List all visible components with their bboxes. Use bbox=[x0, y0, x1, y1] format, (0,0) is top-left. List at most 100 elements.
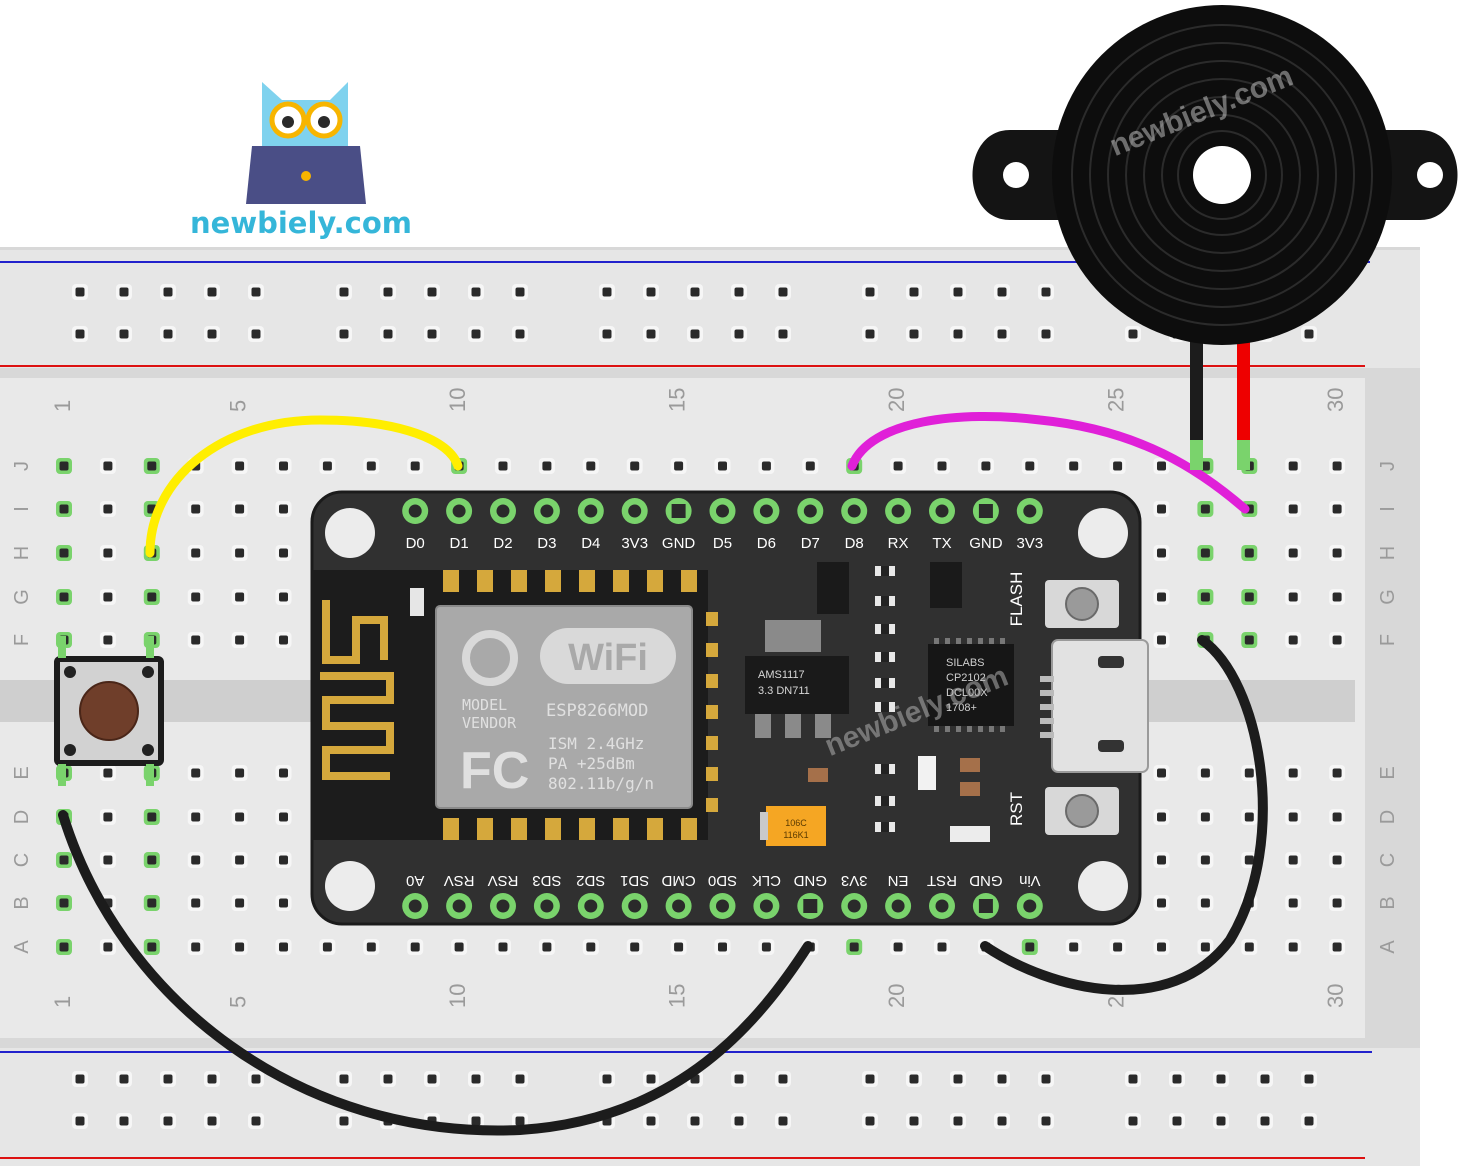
chip-pin bbox=[978, 726, 983, 732]
hole bbox=[1241, 809, 1258, 825]
hole bbox=[143, 895, 160, 911]
rail-hole bbox=[116, 1071, 132, 1087]
hole bbox=[1329, 852, 1346, 868]
hole-socket bbox=[849, 942, 859, 952]
column-number-top: 30 bbox=[1323, 388, 1348, 412]
hole bbox=[1285, 895, 1302, 911]
hole-socket bbox=[1244, 768, 1254, 778]
regulator bbox=[745, 656, 849, 714]
rail-hole bbox=[994, 284, 1010, 300]
rail-hole bbox=[1301, 1071, 1317, 1087]
hole-socket bbox=[1288, 898, 1298, 908]
hole-socket bbox=[1288, 635, 1298, 645]
pin-label-bottom: GND bbox=[969, 872, 1003, 889]
module-pin bbox=[706, 705, 718, 719]
rail-hole bbox=[72, 1071, 88, 1087]
hole-socket bbox=[997, 1074, 1007, 1084]
pin-hole bbox=[847, 504, 861, 518]
hole-socket bbox=[103, 592, 113, 602]
hole-socket bbox=[761, 942, 771, 952]
wifi-badge bbox=[540, 628, 676, 684]
row-letter-left: I bbox=[11, 506, 33, 512]
hole bbox=[1241, 545, 1258, 561]
rail-hole bbox=[994, 326, 1010, 342]
hole-socket bbox=[1332, 942, 1342, 952]
module-pin bbox=[706, 643, 718, 657]
hole-socket bbox=[339, 1116, 349, 1126]
piezo-buzzer-icon: newbiely.com bbox=[972, 5, 1458, 470]
rail-hole bbox=[775, 1113, 791, 1129]
button-cap bbox=[79, 681, 139, 741]
hole bbox=[670, 939, 687, 955]
hole-socket bbox=[1172, 1074, 1182, 1084]
rail-hole bbox=[862, 326, 878, 342]
hole bbox=[714, 458, 731, 474]
hole-socket bbox=[427, 329, 437, 339]
hole-socket bbox=[366, 461, 376, 471]
hole bbox=[1153, 809, 1170, 825]
regulator-leg bbox=[755, 714, 771, 738]
module-spec: PA +25dBm bbox=[548, 754, 635, 773]
hole-socket bbox=[778, 329, 788, 339]
hole-socket bbox=[1157, 898, 1166, 908]
module-pin bbox=[681, 818, 697, 840]
hole bbox=[934, 458, 950, 474]
hole-socket bbox=[953, 1116, 963, 1126]
hole bbox=[99, 809, 116, 825]
hole-socket bbox=[1113, 461, 1123, 471]
hole-socket bbox=[75, 287, 85, 297]
hole-socket bbox=[339, 329, 349, 339]
hole-socket bbox=[1172, 1116, 1182, 1126]
rail-hole bbox=[775, 284, 791, 300]
rail-hole bbox=[1038, 1071, 1054, 1087]
hole bbox=[187, 765, 204, 781]
hole bbox=[1329, 939, 1346, 955]
buzzer-ring bbox=[1177, 130, 1267, 220]
row-letter-right: A bbox=[1377, 940, 1399, 954]
hole bbox=[231, 765, 248, 781]
module-pin bbox=[477, 570, 493, 592]
regulator-label: 3.3 DN711 bbox=[758, 685, 810, 697]
buzzer-lead-positive bbox=[1237, 330, 1250, 450]
hole-socket bbox=[909, 1116, 919, 1126]
module-pin bbox=[511, 818, 527, 840]
hole-socket bbox=[471, 329, 481, 339]
module-pin bbox=[579, 570, 595, 592]
hole bbox=[275, 852, 292, 868]
hole-socket bbox=[1025, 942, 1035, 952]
hole-socket bbox=[59, 855, 69, 865]
hole-socket bbox=[1304, 1116, 1314, 1126]
rail-hole bbox=[950, 326, 966, 342]
hole-socket bbox=[147, 855, 157, 865]
rail-hole bbox=[468, 326, 484, 342]
hole bbox=[1329, 895, 1346, 911]
row-letter-left: C bbox=[11, 853, 33, 867]
hole-socket bbox=[235, 635, 245, 645]
hole bbox=[187, 809, 204, 825]
pin-label-bottom: GND bbox=[793, 872, 827, 889]
hole-socket bbox=[235, 855, 245, 865]
column-number-bottom: 1 bbox=[50, 996, 75, 1008]
chip-pin bbox=[956, 638, 961, 644]
hole-socket bbox=[279, 504, 288, 514]
pin-label-bottom: RSV bbox=[444, 872, 475, 889]
brand-text: newbiely.com bbox=[190, 206, 413, 240]
push-button-icon bbox=[54, 636, 164, 786]
rail-hole bbox=[72, 284, 88, 300]
hole bbox=[231, 809, 248, 825]
smd-body bbox=[881, 702, 889, 712]
rail-hole bbox=[599, 326, 615, 342]
chip-pin bbox=[967, 726, 972, 732]
button-rivet bbox=[64, 666, 76, 678]
hole bbox=[1285, 632, 1302, 648]
smd-capacitor bbox=[960, 782, 980, 796]
column-number-bottom: 20 bbox=[884, 984, 909, 1008]
chip-pin bbox=[956, 726, 961, 732]
rail-hole bbox=[906, 1071, 922, 1087]
button-lead bbox=[146, 764, 154, 786]
hole-socket bbox=[542, 461, 552, 471]
hole bbox=[495, 939, 511, 955]
hole-socket bbox=[339, 287, 349, 297]
column-number-top: 1 bbox=[50, 400, 75, 412]
button-rivet bbox=[142, 666, 154, 678]
